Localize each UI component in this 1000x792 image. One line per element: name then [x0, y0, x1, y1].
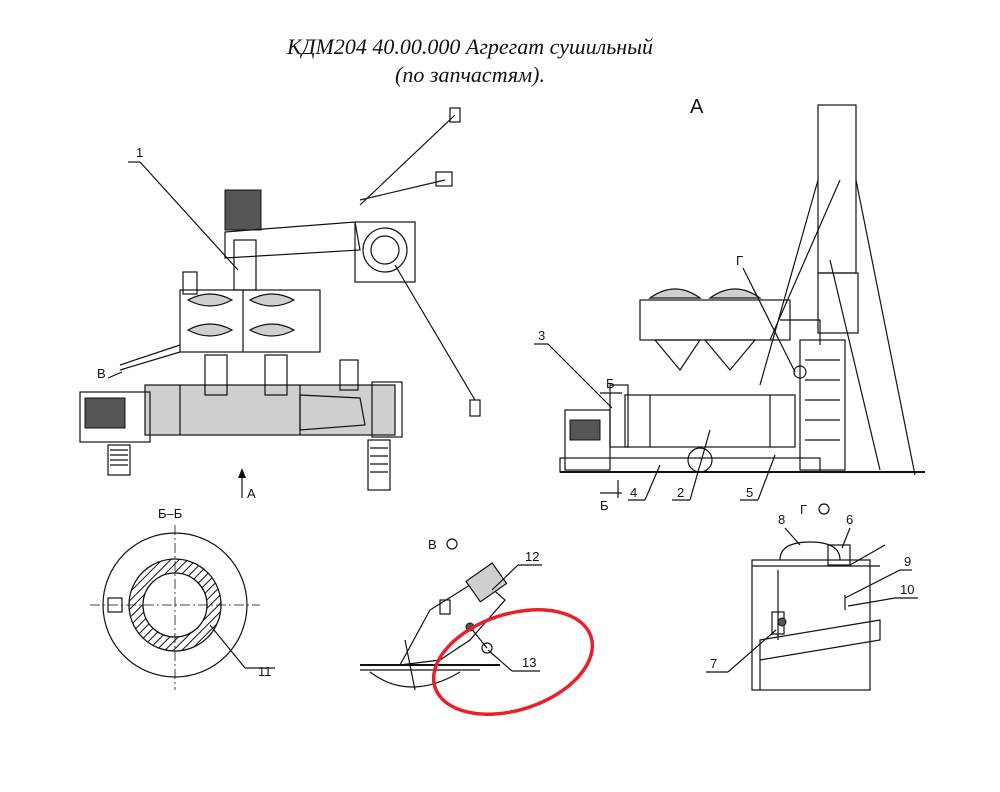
- callout-4: 4: [630, 485, 637, 500]
- plan-view: [79, 107, 481, 491]
- callout-3: 3: [538, 328, 545, 343]
- drawing-title: КДМ204 40.00.000 Агрегат сушильный: [286, 34, 654, 59]
- section-bb-label: Б–Б: [158, 506, 182, 521]
- view-v: [360, 562, 508, 691]
- callout-7: 7: [710, 656, 717, 671]
- callout-13: 13: [522, 655, 536, 670]
- side-view-a: [559, 104, 925, 476]
- marker-b-top: Б: [606, 376, 615, 391]
- callout-11: 11: [258, 664, 272, 679]
- view-a-label: А: [690, 96, 704, 118]
- callout-10: 10: [900, 582, 914, 597]
- callout-6: 6: [846, 512, 853, 527]
- marker-g-top: Г: [736, 253, 743, 268]
- callout-9: 9: [904, 554, 911, 569]
- callout-8: 8: [778, 512, 785, 527]
- marker-b-bottom: Б: [600, 498, 609, 513]
- view-g: [751, 541, 886, 691]
- highlight-ellipse: [431, 608, 595, 716]
- view-v-label: В: [428, 537, 437, 552]
- section-bb: [90, 525, 260, 690]
- marker-v: В: [97, 366, 106, 381]
- callout-12: 12: [525, 549, 539, 564]
- callout-5: 5: [746, 485, 753, 500]
- view-g-label: Г: [800, 502, 807, 517]
- arrow-a-label: А: [247, 486, 256, 501]
- drawing-subtitle: (по запчастям).: [395, 62, 545, 87]
- callout-1: 1: [136, 145, 143, 160]
- callout-2: 2: [677, 485, 684, 500]
